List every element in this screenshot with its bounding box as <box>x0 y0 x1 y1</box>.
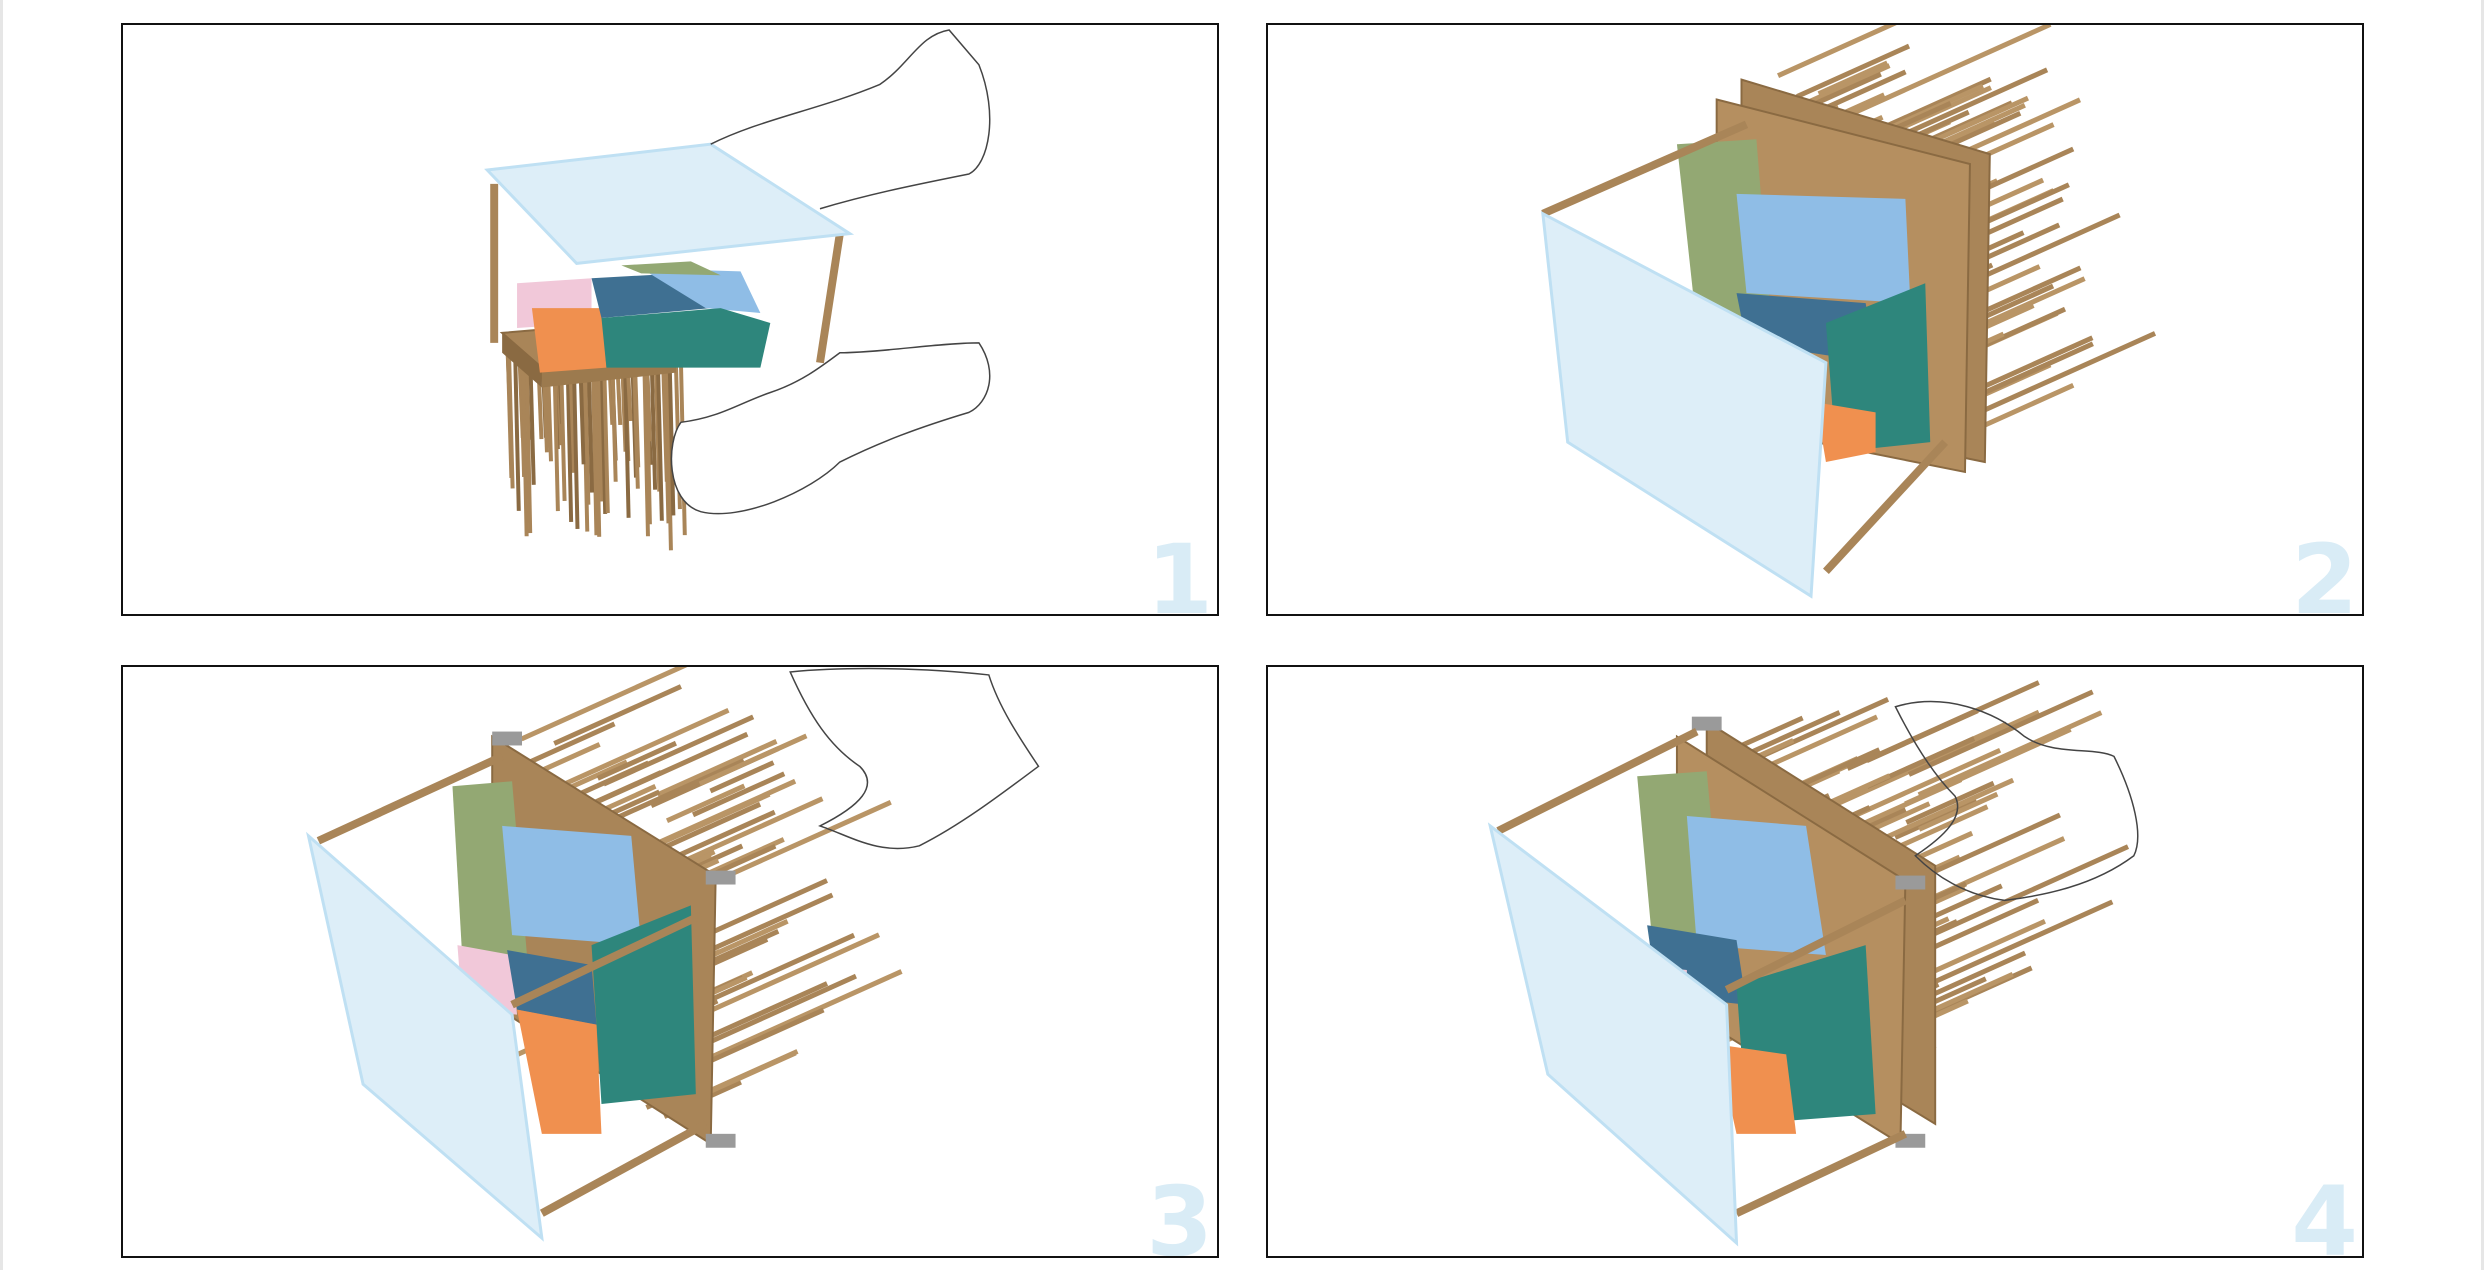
step-number: 2 <box>2291 532 2358 616</box>
pin-rod <box>700 736 807 784</box>
step-number: 4 <box>2291 1174 2358 1258</box>
step-3-illustration <box>123 667 1217 1256</box>
orange-pins-region <box>517 1010 601 1134</box>
corner-bolt <box>706 1134 736 1148</box>
step-2-illustration <box>1268 25 2362 614</box>
corner-bolt <box>492 732 522 746</box>
pin-rod <box>604 717 753 784</box>
light-blue-pins-region <box>502 826 641 945</box>
light-blue-pins-region <box>1687 816 1826 955</box>
frame-rod-bottom <box>542 1124 706 1213</box>
teal-pins-region <box>601 308 770 368</box>
pin-rod <box>1984 333 2155 410</box>
step-number: 1 <box>1146 532 1213 616</box>
step-1-illustration <box>123 25 1217 614</box>
green-pins-region <box>621 261 720 275</box>
corner-bolt <box>1895 876 1925 890</box>
corner-bolt <box>706 871 736 885</box>
step-panel-1: 1 <box>121 23 1219 616</box>
step-panel-4: 4 <box>1266 665 2364 1258</box>
pin-rod <box>658 362 662 520</box>
hand-front-outline <box>671 343 989 514</box>
frame-rod-right <box>820 234 840 363</box>
frame-rod-bottom <box>1826 442 1945 571</box>
glass-cover <box>487 144 850 263</box>
orange-pins-region <box>532 308 606 373</box>
step-4-illustration <box>1268 667 2362 1256</box>
orange-pins-region <box>1816 402 1876 462</box>
frame-rod-bottom <box>1737 1134 1906 1213</box>
step-number: 3 <box>1146 1174 1213 1258</box>
step-panel-3: 3 <box>121 665 1219 1258</box>
page-edge-left <box>0 0 3 1270</box>
hand-outline <box>790 669 1038 849</box>
step-panel-2: 2 <box>1266 23 2364 616</box>
light-blue-pins-region <box>1737 194 1911 303</box>
corner-bolt <box>1692 717 1722 731</box>
